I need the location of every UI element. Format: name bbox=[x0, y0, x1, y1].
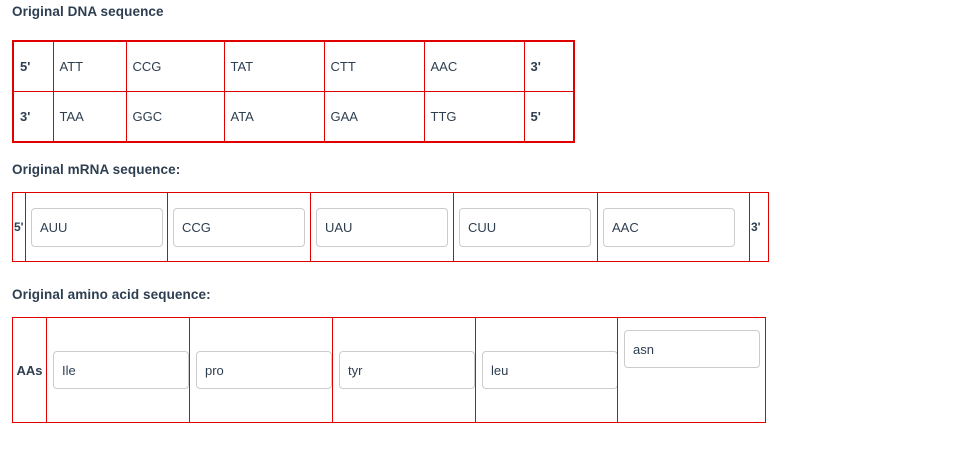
dna-sequence-table: 5' ATT CCG TAT CTT AAC 3' 3' TAA GGC ATA… bbox=[12, 40, 575, 143]
dna-row1-right-end: 3' bbox=[523, 40, 575, 92]
dna-row1-codon-2: CCG bbox=[125, 40, 225, 92]
amino-acid-row-label: AAs bbox=[12, 317, 47, 423]
table-row: 3' TAA GGC ATA GAA TTG 5' bbox=[12, 91, 575, 143]
mrna-cell-3 bbox=[310, 192, 454, 262]
amino-acid-input-4[interactable] bbox=[482, 351, 618, 389]
table-row: 5' ATT CCG TAT CTT AAC 3' bbox=[12, 40, 575, 92]
dna-row1-left-end: 5' bbox=[12, 40, 54, 92]
amino-acid-input-2[interactable] bbox=[196, 351, 332, 389]
dna-row1-codon-1: ATT bbox=[52, 40, 127, 92]
mrna-right-end: 3' bbox=[749, 192, 769, 262]
amino-acid-input-5[interactable] bbox=[624, 330, 760, 368]
mrna-left-end: 5' bbox=[12, 192, 26, 262]
amino-acid-cell-3 bbox=[332, 317, 476, 423]
mrna-cell-1 bbox=[25, 192, 168, 262]
mrna-section-heading: Original mRNA sequence: bbox=[12, 162, 181, 177]
amino-acid-input-3[interactable] bbox=[339, 351, 475, 389]
mrna-cell-4 bbox=[453, 192, 598, 262]
mrna-cell-5 bbox=[597, 192, 750, 262]
amino-acid-cell-1 bbox=[46, 317, 190, 423]
mrna-codon-input-1[interactable] bbox=[31, 207, 163, 247]
amino-acid-cell-2 bbox=[189, 317, 333, 423]
mrna-codon-input-3[interactable] bbox=[316, 207, 448, 247]
amino-acid-input-1[interactable] bbox=[53, 351, 189, 389]
amino-acid-table: AAs bbox=[12, 317, 766, 423]
dna-section-heading: Original DNA sequence bbox=[12, 4, 164, 19]
mrna-codon-input-5[interactable] bbox=[603, 207, 735, 247]
dna-row2-codon-3: ATA bbox=[223, 91, 325, 143]
table-row: AAs bbox=[12, 317, 766, 423]
dna-row2-codon-5: TTG bbox=[423, 91, 525, 143]
dna-row2-codon-1: TAA bbox=[52, 91, 127, 143]
dna-row2-right-end: 5' bbox=[523, 91, 575, 143]
dna-row2-codon-4: GAA bbox=[323, 91, 425, 143]
amino-acid-cell-4 bbox=[475, 317, 618, 423]
mrna-codon-input-4[interactable] bbox=[459, 207, 591, 247]
dna-row1-codon-5: AAC bbox=[423, 40, 525, 92]
amino-acid-cell-5 bbox=[617, 317, 766, 423]
dna-row1-codon-4: CTT bbox=[323, 40, 425, 92]
amino-acid-section-heading: Original amino acid sequence: bbox=[12, 287, 211, 302]
mrna-sequence-table: 5' 3' bbox=[12, 192, 769, 262]
table-row: 5' 3' bbox=[12, 192, 769, 262]
dna-row2-codon-2: GGC bbox=[125, 91, 225, 143]
mrna-codon-input-2[interactable] bbox=[173, 207, 305, 247]
dna-row1-codon-3: TAT bbox=[223, 40, 325, 92]
mrna-cell-2 bbox=[167, 192, 311, 262]
dna-row2-left-end: 3' bbox=[12, 91, 54, 143]
